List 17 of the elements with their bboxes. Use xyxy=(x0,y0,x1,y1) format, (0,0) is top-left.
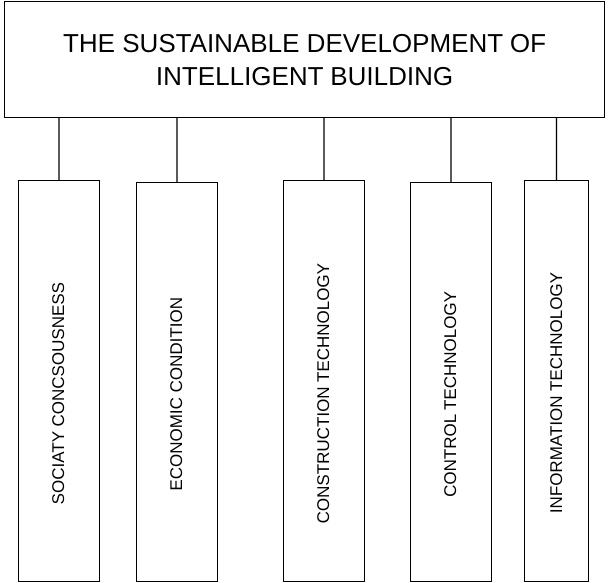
category-box xyxy=(136,182,218,582)
category-box xyxy=(524,180,589,582)
category-label: INFORMATION TECHNOLOGY xyxy=(546,272,566,514)
title-box xyxy=(4,1,605,118)
connector-line xyxy=(176,118,178,182)
connector-line xyxy=(450,118,452,182)
title-text: THE SUSTAINABLE DEVELOPMENT OF INTELLIGENT BUILDING xyxy=(62,26,548,92)
connector-line xyxy=(556,118,558,180)
category-label: CONTROL TECHNOLOGY xyxy=(441,291,461,497)
category-label: ECONOMIC CONDITION xyxy=(167,297,187,491)
category-box xyxy=(283,180,365,582)
connector-line xyxy=(323,118,325,180)
category-label: SOCIATY CONCSOUSNESS xyxy=(49,282,69,504)
category-box xyxy=(18,180,100,582)
category-label: CONSTRUCTION TECHNOLOGY xyxy=(314,262,334,524)
category-box xyxy=(410,182,492,582)
connector-line xyxy=(58,118,60,180)
